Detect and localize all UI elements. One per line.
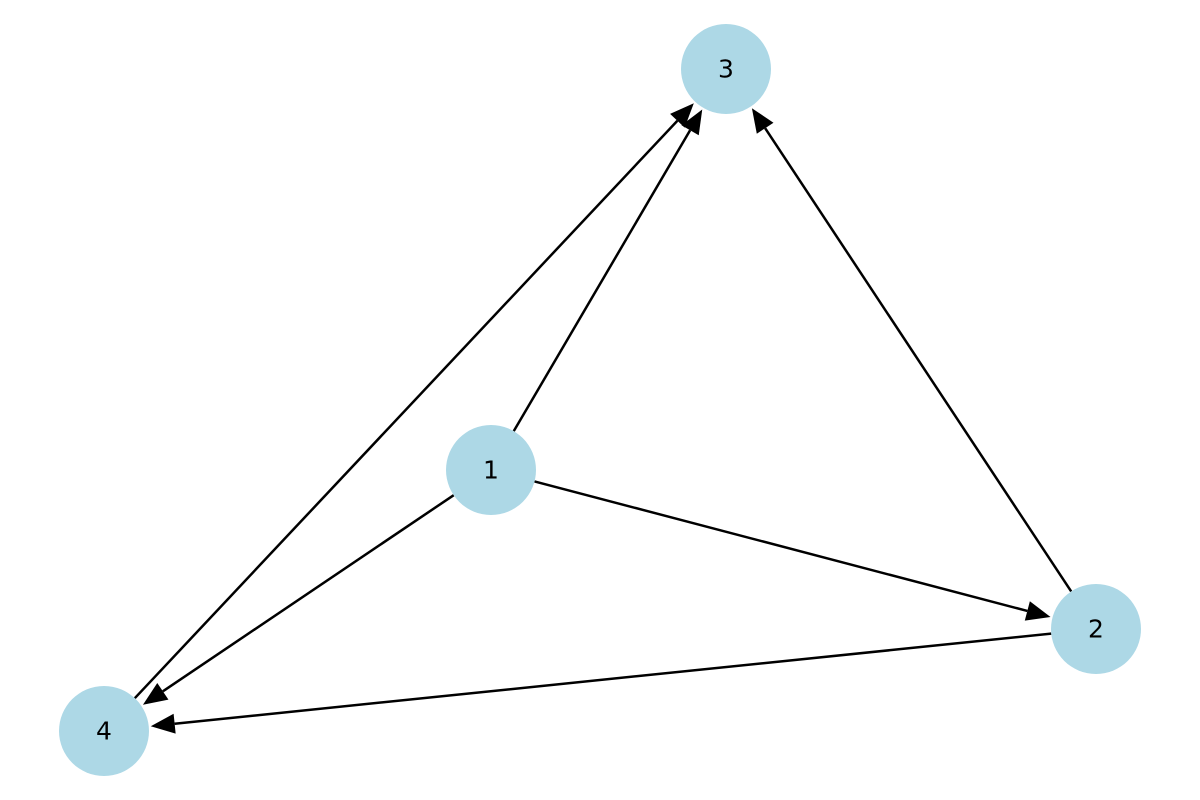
edge-line	[512, 129, 692, 432]
arrowhead-icon	[142, 683, 169, 705]
node-circle	[59, 686, 149, 776]
edge-4-to-3	[133, 103, 694, 700]
node-circle	[446, 425, 536, 515]
arrowhead-icon	[150, 713, 176, 734]
edge-1-to-3	[512, 109, 703, 432]
node-3: 3	[681, 24, 771, 114]
arrowhead-icon	[670, 103, 694, 128]
nodes: 1 2 3 4	[59, 24, 1141, 776]
edge-2-to-3	[751, 108, 1073, 593]
node-label: 2	[1088, 615, 1104, 644]
edges	[133, 103, 1073, 734]
node-4: 4	[59, 686, 149, 776]
edge-line	[174, 632, 1052, 725]
node-circle	[1051, 584, 1141, 674]
edge-line	[764, 127, 1073, 593]
edge-line	[133, 119, 679, 700]
arrowhead-icon	[751, 108, 774, 134]
node-2: 2	[1051, 584, 1141, 674]
arrowhead-icon	[681, 109, 703, 136]
node-label: 4	[96, 717, 112, 746]
node-circle	[681, 24, 771, 114]
arrowhead-icon	[1024, 601, 1051, 621]
edge-2-to-4	[150, 632, 1052, 734]
node-1: 1	[446, 425, 536, 515]
edge-1-to-2	[534, 480, 1051, 621]
node-label: 3	[718, 55, 734, 84]
node-label: 1	[483, 456, 499, 485]
edge-line	[534, 480, 1028, 613]
edge-line	[162, 494, 455, 693]
edge-1-to-4	[142, 494, 455, 705]
